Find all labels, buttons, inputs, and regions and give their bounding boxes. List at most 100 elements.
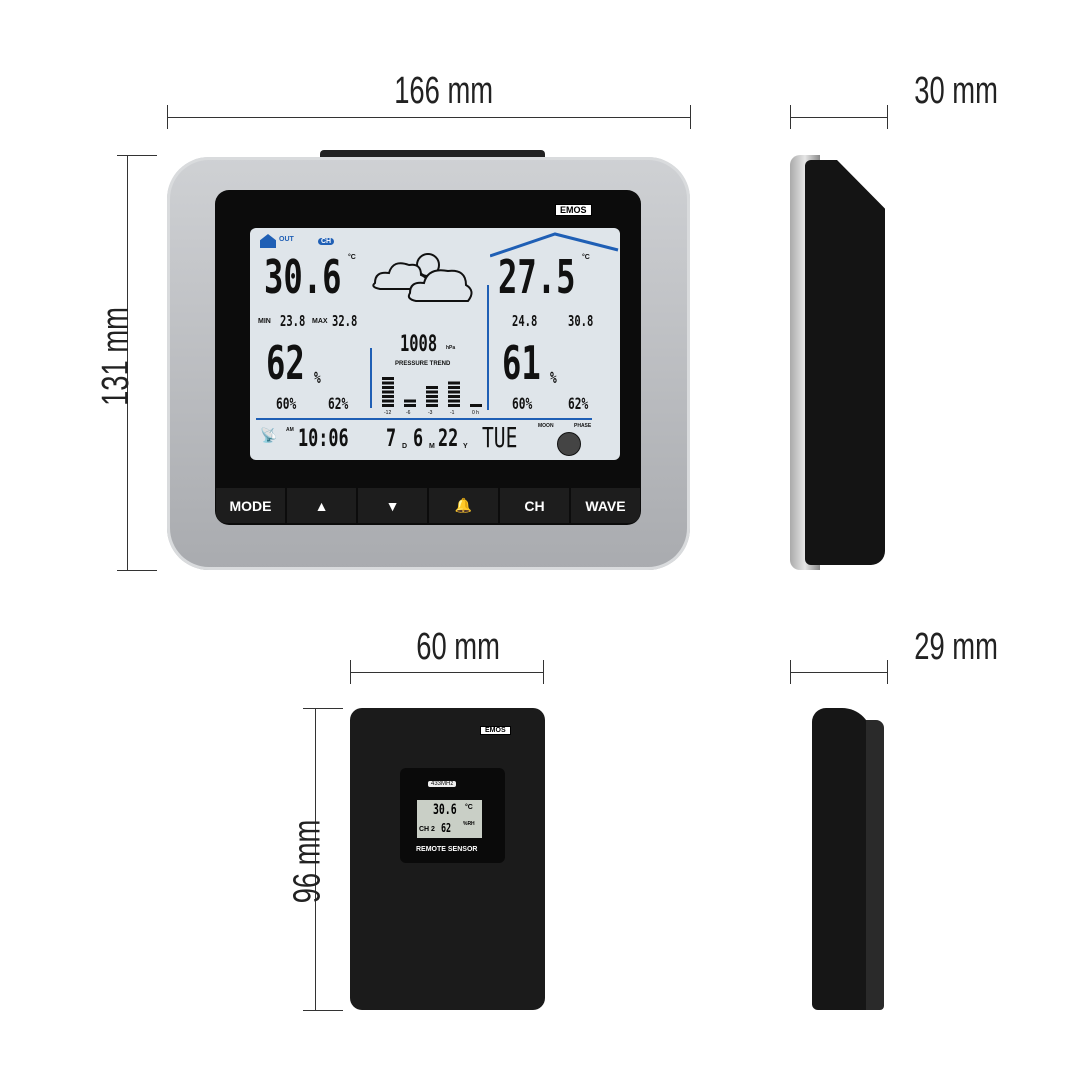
trend-bar-segment xyxy=(404,404,416,407)
month-code: M xyxy=(429,443,435,450)
station-height-label: 131 mm xyxy=(95,307,138,406)
trend-hour-label: 0 h xyxy=(472,410,479,415)
station-depth-label: 30 mm xyxy=(914,70,998,112)
indoor-temp: 27.5 xyxy=(498,250,576,304)
trend-bar-segment xyxy=(382,395,394,398)
indoor-temp-min: 24.8 xyxy=(512,312,538,330)
outdoor-temp-max: 32.8 xyxy=(332,312,358,330)
up-button[interactable]: ▲ xyxy=(287,488,356,523)
lcd-display: OUT CH 30.6 °C MIN 23.8 MAX 32.8 62 % 60… xyxy=(250,228,620,460)
sensor-lcd: 30.6 °C CH 2 62 %RH xyxy=(417,800,482,838)
year-code: Y xyxy=(463,443,468,450)
pressure-unit: hPa xyxy=(446,345,456,351)
outdoor-hum-max: 62% xyxy=(328,394,349,413)
indoor-hum-max: 62% xyxy=(568,394,589,413)
tick xyxy=(117,155,157,156)
phase-label: PHASE xyxy=(574,423,592,429)
trend-bar-segment xyxy=(382,377,394,380)
tick xyxy=(117,570,157,571)
date-year: 22 xyxy=(438,424,459,452)
sensor-humidity: 62 xyxy=(441,821,452,835)
radio-signal-icon: 📡 xyxy=(260,427,278,443)
trend-bar-segment xyxy=(382,399,394,403)
weekday: TUE xyxy=(482,421,518,454)
tick xyxy=(887,660,888,684)
indoor-humidity-unit: % xyxy=(550,368,557,387)
sensor-mount xyxy=(866,720,884,1010)
ampm: AM xyxy=(286,427,294,433)
trend-bar-segment xyxy=(382,390,394,394)
trend-bar-segment xyxy=(426,395,438,398)
tick xyxy=(350,660,351,684)
height-dimension-line xyxy=(127,155,128,570)
channel-indicator: CH xyxy=(318,238,335,245)
date-day: 7 xyxy=(386,424,397,452)
house-icon xyxy=(260,234,276,248)
frequency-label: 433MHz xyxy=(428,781,457,787)
trend-bar-segment xyxy=(448,381,460,385)
pressure-value: 1008 xyxy=(400,332,438,357)
indoor-temp-max: 30.8 xyxy=(568,312,594,330)
tick xyxy=(790,660,791,684)
sensor-temp-unit: °C xyxy=(465,804,473,811)
moon-label: MOON xyxy=(538,423,554,429)
trend-bar-segment xyxy=(426,386,438,389)
wave-button[interactable]: WAVE xyxy=(571,488,640,523)
trend-bar-segment xyxy=(382,404,394,407)
sensor-temp: 30.6 xyxy=(433,802,457,818)
button-row: MODE ▲ ▼ 🔔 CH WAVE xyxy=(216,488,640,523)
station-side-view xyxy=(805,160,885,565)
trend-bar-segment xyxy=(470,404,482,407)
moon-phase-icon xyxy=(557,432,581,456)
partly-cloudy-icon xyxy=(372,253,473,302)
sensor-channel: CH 2 xyxy=(419,826,435,833)
remote-sensor-label: REMOTE SENSOR xyxy=(416,846,478,853)
tick xyxy=(167,105,168,129)
station-top-tab xyxy=(320,150,545,160)
trend-bar-segment xyxy=(448,386,460,389)
trend-bar-segment xyxy=(382,386,394,389)
mode-button[interactable]: MODE xyxy=(216,488,285,523)
indoor-humidity: 61 xyxy=(502,336,541,390)
date-month: 6 xyxy=(413,424,424,452)
trend-bar-segment xyxy=(448,404,460,407)
outdoor-hum-min: 60% xyxy=(276,394,297,413)
trend-bar-segment xyxy=(404,399,416,403)
trend-bar-segment xyxy=(426,404,438,407)
emos-logo: EMOS xyxy=(555,204,592,216)
sensor-depth-label: 29 mm xyxy=(914,626,998,668)
sensor-depth-line xyxy=(790,672,887,673)
channel-button[interactable]: CH xyxy=(500,488,569,523)
sensor-height-line xyxy=(315,708,316,1010)
trend-bar-segment xyxy=(448,399,460,403)
indoor-temp-unit: °C xyxy=(582,254,590,261)
outdoor-humidity-unit: % xyxy=(314,368,321,387)
out-label: OUT xyxy=(279,236,294,243)
sensor-height-label: 96 mm xyxy=(286,819,329,904)
station-width-label: 166 mm xyxy=(394,70,494,112)
tick xyxy=(790,105,791,129)
outdoor-humidity: 62 xyxy=(266,336,305,390)
outdoor-temp-unit: °C xyxy=(348,254,356,261)
min-label: MIN xyxy=(258,318,271,325)
down-button[interactable]: ▼ xyxy=(358,488,427,523)
outdoor-temp: 30.6 xyxy=(264,250,342,304)
alarm-button[interactable]: 🔔 xyxy=(429,488,498,523)
roof-icon xyxy=(490,232,619,258)
divider xyxy=(487,285,489,410)
trend-bar-segment xyxy=(426,399,438,403)
trend-bar-segment xyxy=(448,390,460,394)
tick xyxy=(690,105,691,129)
width-dimension-line xyxy=(167,117,690,118)
remote-sensor-side xyxy=(812,708,872,1010)
sensor-emos-logo: EMOS xyxy=(480,726,511,735)
max-label: MAX xyxy=(312,318,328,325)
day-code: D xyxy=(402,443,408,450)
indoor-hum-min: 60% xyxy=(512,394,533,413)
tick xyxy=(303,1010,343,1011)
tick xyxy=(887,105,888,129)
tick xyxy=(543,660,544,684)
divider xyxy=(256,418,592,420)
sensor-width-line xyxy=(350,672,543,673)
